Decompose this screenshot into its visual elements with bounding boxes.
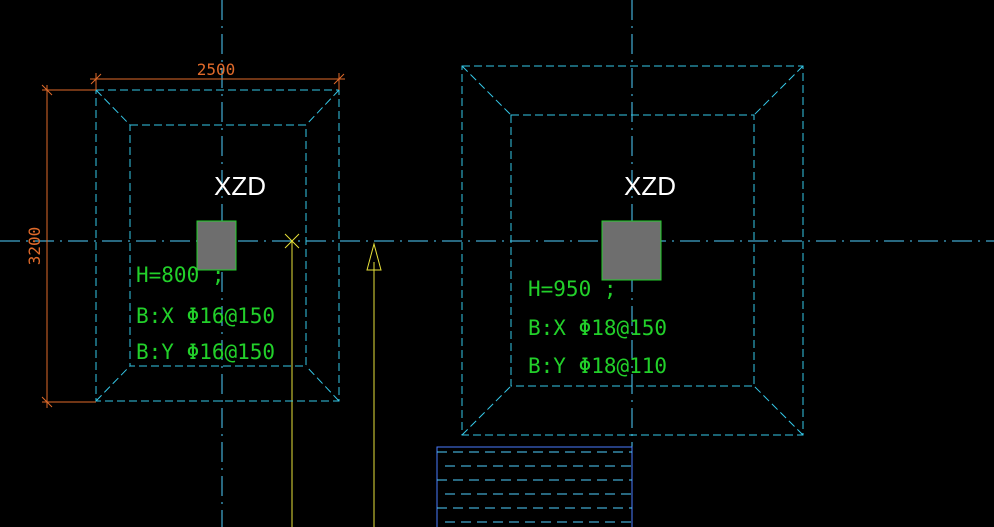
footing-corner-bl bbox=[95, 365, 131, 402]
dim-depth-tick-bottom bbox=[41, 396, 53, 408]
dim-width-tick-right bbox=[333, 73, 345, 85]
dimension-lines bbox=[41, 73, 345, 408]
footing-rebar-x-left: B:X Φ16@150 bbox=[136, 304, 275, 328]
footing-inner-left bbox=[129, 124, 307, 367]
footing-label-left: XZD bbox=[214, 171, 266, 201]
hatched-region-border bbox=[436, 446, 633, 527]
footing-outline-right[interactable] bbox=[461, 65, 804, 436]
footing-rebar-y-right: B:Y Φ18@110 bbox=[528, 354, 667, 378]
footing-outer-left bbox=[95, 89, 340, 402]
footing-corner-br bbox=[305, 365, 340, 402]
dim-width-tick-left bbox=[90, 73, 102, 85]
footing-inner-right bbox=[510, 114, 755, 387]
footing-corner-tl bbox=[95, 89, 131, 126]
snap-cross-icon-b bbox=[284, 233, 300, 249]
footing-outer-right bbox=[461, 65, 804, 436]
footing-rebar-y-left: B:Y Φ16@150 bbox=[136, 340, 275, 364]
footing-corner-tl-r bbox=[461, 65, 512, 116]
hatch-lines bbox=[437, 451, 632, 523]
footing-corner-bl-r bbox=[461, 385, 512, 436]
dim-width-text: 2500 bbox=[197, 60, 236, 79]
footing-height-right: H=950 ; bbox=[528, 277, 617, 301]
column-right[interactable] bbox=[601, 220, 662, 281]
footing-label-right: XZD bbox=[624, 171, 676, 201]
footing-rebar-x-right: B:X Φ18@150 bbox=[528, 316, 667, 340]
up-arrow-icon[interactable] bbox=[366, 242, 382, 271]
dim-depth-text: 3200 bbox=[25, 227, 44, 266]
dim-depth-tick-top bbox=[41, 84, 53, 96]
footing-outline-left[interactable] bbox=[95, 89, 340, 402]
hatched-region[interactable] bbox=[436, 446, 633, 527]
guide-lines bbox=[284, 233, 382, 527]
footing-corner-br-r bbox=[753, 385, 804, 436]
footing-height-left: H=800 ; bbox=[136, 263, 225, 287]
footing-corner-tr-r bbox=[753, 65, 804, 116]
footing-corner-tr bbox=[305, 89, 340, 126]
column-left[interactable] bbox=[196, 220, 237, 271]
